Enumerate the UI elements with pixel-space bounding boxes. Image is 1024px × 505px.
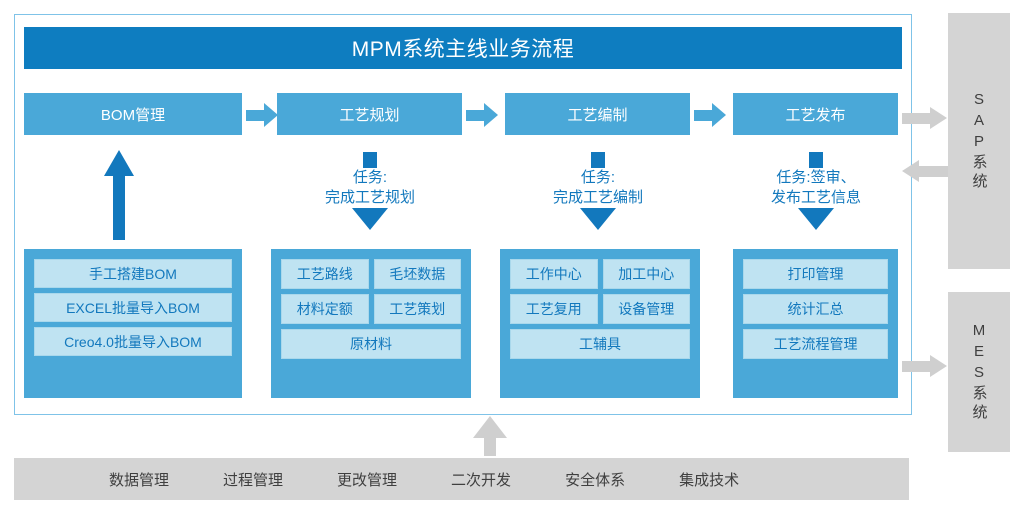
module-chip[interactable]: 原材料 — [281, 329, 461, 359]
task-label-line2: 发布工艺信息 — [770, 189, 861, 206]
task-label-line2: 完成工艺规划 — [324, 189, 415, 206]
task-annotation-authoring: 任务: 完成工艺编制 — [498, 152, 698, 230]
planning-panel: 工艺路线 毛坯数据 材料定额 工艺策划 原材料 — [271, 249, 471, 398]
module-chip[interactable]: EXCEL批量导入BOM — [34, 293, 232, 322]
bom-panel: 手工搭建BOM EXCEL批量导入BOM Creo4.0批量导入BOM — [24, 249, 242, 398]
arrow-right-icon — [694, 103, 726, 127]
flow-step-label: BOM管理 — [100, 106, 166, 124]
arrow-up-icon — [473, 416, 507, 456]
module-chip[interactable]: 设备管理 — [602, 294, 690, 324]
foundation-item-integration[interactable]: 集成技术 — [679, 471, 740, 489]
module-row: 工艺路线 毛坯数据 — [281, 259, 461, 289]
arrow-down-shaft-icon — [591, 152, 605, 168]
flow-step-bom[interactable]: BOM管理 — [24, 93, 242, 135]
task-label-line1: 任务:签审、 — [776, 169, 856, 186]
task-annotation-planning: 任务: 完成工艺规划 — [270, 152, 470, 230]
flow-step-label: 工艺规划 — [339, 106, 400, 124]
module-chip[interactable]: 工作中心 — [510, 259, 598, 289]
module-chip[interactable]: 工辅具 — [510, 329, 690, 359]
module-chip[interactable]: 加工中心 — [602, 259, 690, 289]
foundation-item-data[interactable]: 数据管理 — [109, 471, 170, 489]
external-system-label: MES系统 — [970, 321, 988, 423]
arrow-down-icon — [352, 208, 388, 230]
arrow-up-icon — [104, 150, 134, 240]
foundation-item-process[interactable]: 过程管理 — [223, 471, 284, 489]
module-chip[interactable]: 统计汇总 — [743, 294, 888, 324]
foundation-bar: 数据管理 过程管理 更改管理 二次开发 安全体系 集成技术 — [14, 458, 909, 500]
arrow-right-icon — [246, 103, 278, 127]
flow-step-label: 工艺编制 — [567, 106, 628, 124]
flow-step-process-release[interactable]: 工艺发布 — [733, 93, 898, 135]
flow-step-label: 工艺发布 — [785, 106, 846, 124]
arrow-right-icon — [902, 107, 948, 129]
module-row: 工艺复用 设备管理 — [510, 294, 690, 324]
module-chip[interactable]: 打印管理 — [743, 259, 888, 289]
external-system-label: SAP系统 — [970, 90, 988, 192]
module-row: 材料定额 工艺策划 — [281, 294, 461, 324]
module-chip[interactable]: 手工搭建BOM — [34, 259, 232, 288]
arrow-right-icon — [466, 103, 498, 127]
publish-panel: 打印管理 统计汇总 工艺流程管理 — [733, 249, 898, 398]
module-chip[interactable]: 工艺复用 — [510, 294, 598, 324]
arrow-down-icon — [580, 208, 616, 230]
task-annotation-release: 任务:签审、 发布工艺信息 — [716, 152, 916, 230]
module-chip[interactable]: 工艺路线 — [281, 259, 369, 289]
foundation-item-security[interactable]: 安全体系 — [565, 471, 626, 489]
arrow-right-icon — [902, 355, 948, 377]
task-label-line1: 任务: — [352, 169, 388, 186]
external-system-mes[interactable]: MES系统 — [948, 292, 1010, 452]
flow-step-process-authoring[interactable]: 工艺编制 — [505, 93, 690, 135]
arrow-down-shaft-icon — [809, 152, 823, 168]
module-chip[interactable]: Creo4.0批量导入BOM — [34, 327, 232, 356]
arrow-down-shaft-icon — [363, 152, 377, 168]
module-chip[interactable]: 工艺策划 — [373, 294, 461, 324]
page-title: MPM系统主线业务流程 — [351, 38, 575, 61]
arrow-left-icon — [902, 160, 948, 182]
authoring-panel: 工作中心 加工中心 工艺复用 设备管理 工辅具 — [500, 249, 700, 398]
flow-step-process-planning[interactable]: 工艺规划 — [277, 93, 462, 135]
external-system-sap[interactable]: SAP系统 — [948, 13, 1010, 269]
module-row: 工作中心 加工中心 — [510, 259, 690, 289]
foundation-item-change[interactable]: 更改管理 — [337, 471, 398, 489]
foundation-item-customization[interactable]: 二次开发 — [451, 471, 512, 489]
module-chip[interactable]: 工艺流程管理 — [743, 329, 888, 359]
task-label-line2: 完成工艺编制 — [552, 189, 643, 206]
module-chip[interactable]: 材料定额 — [281, 294, 369, 324]
task-label-line1: 任务: — [580, 169, 616, 186]
module-chip[interactable]: 毛坯数据 — [373, 259, 461, 289]
diagram-title-bar: MPM系统主线业务流程 — [24, 27, 902, 69]
arrow-down-icon — [798, 208, 834, 230]
